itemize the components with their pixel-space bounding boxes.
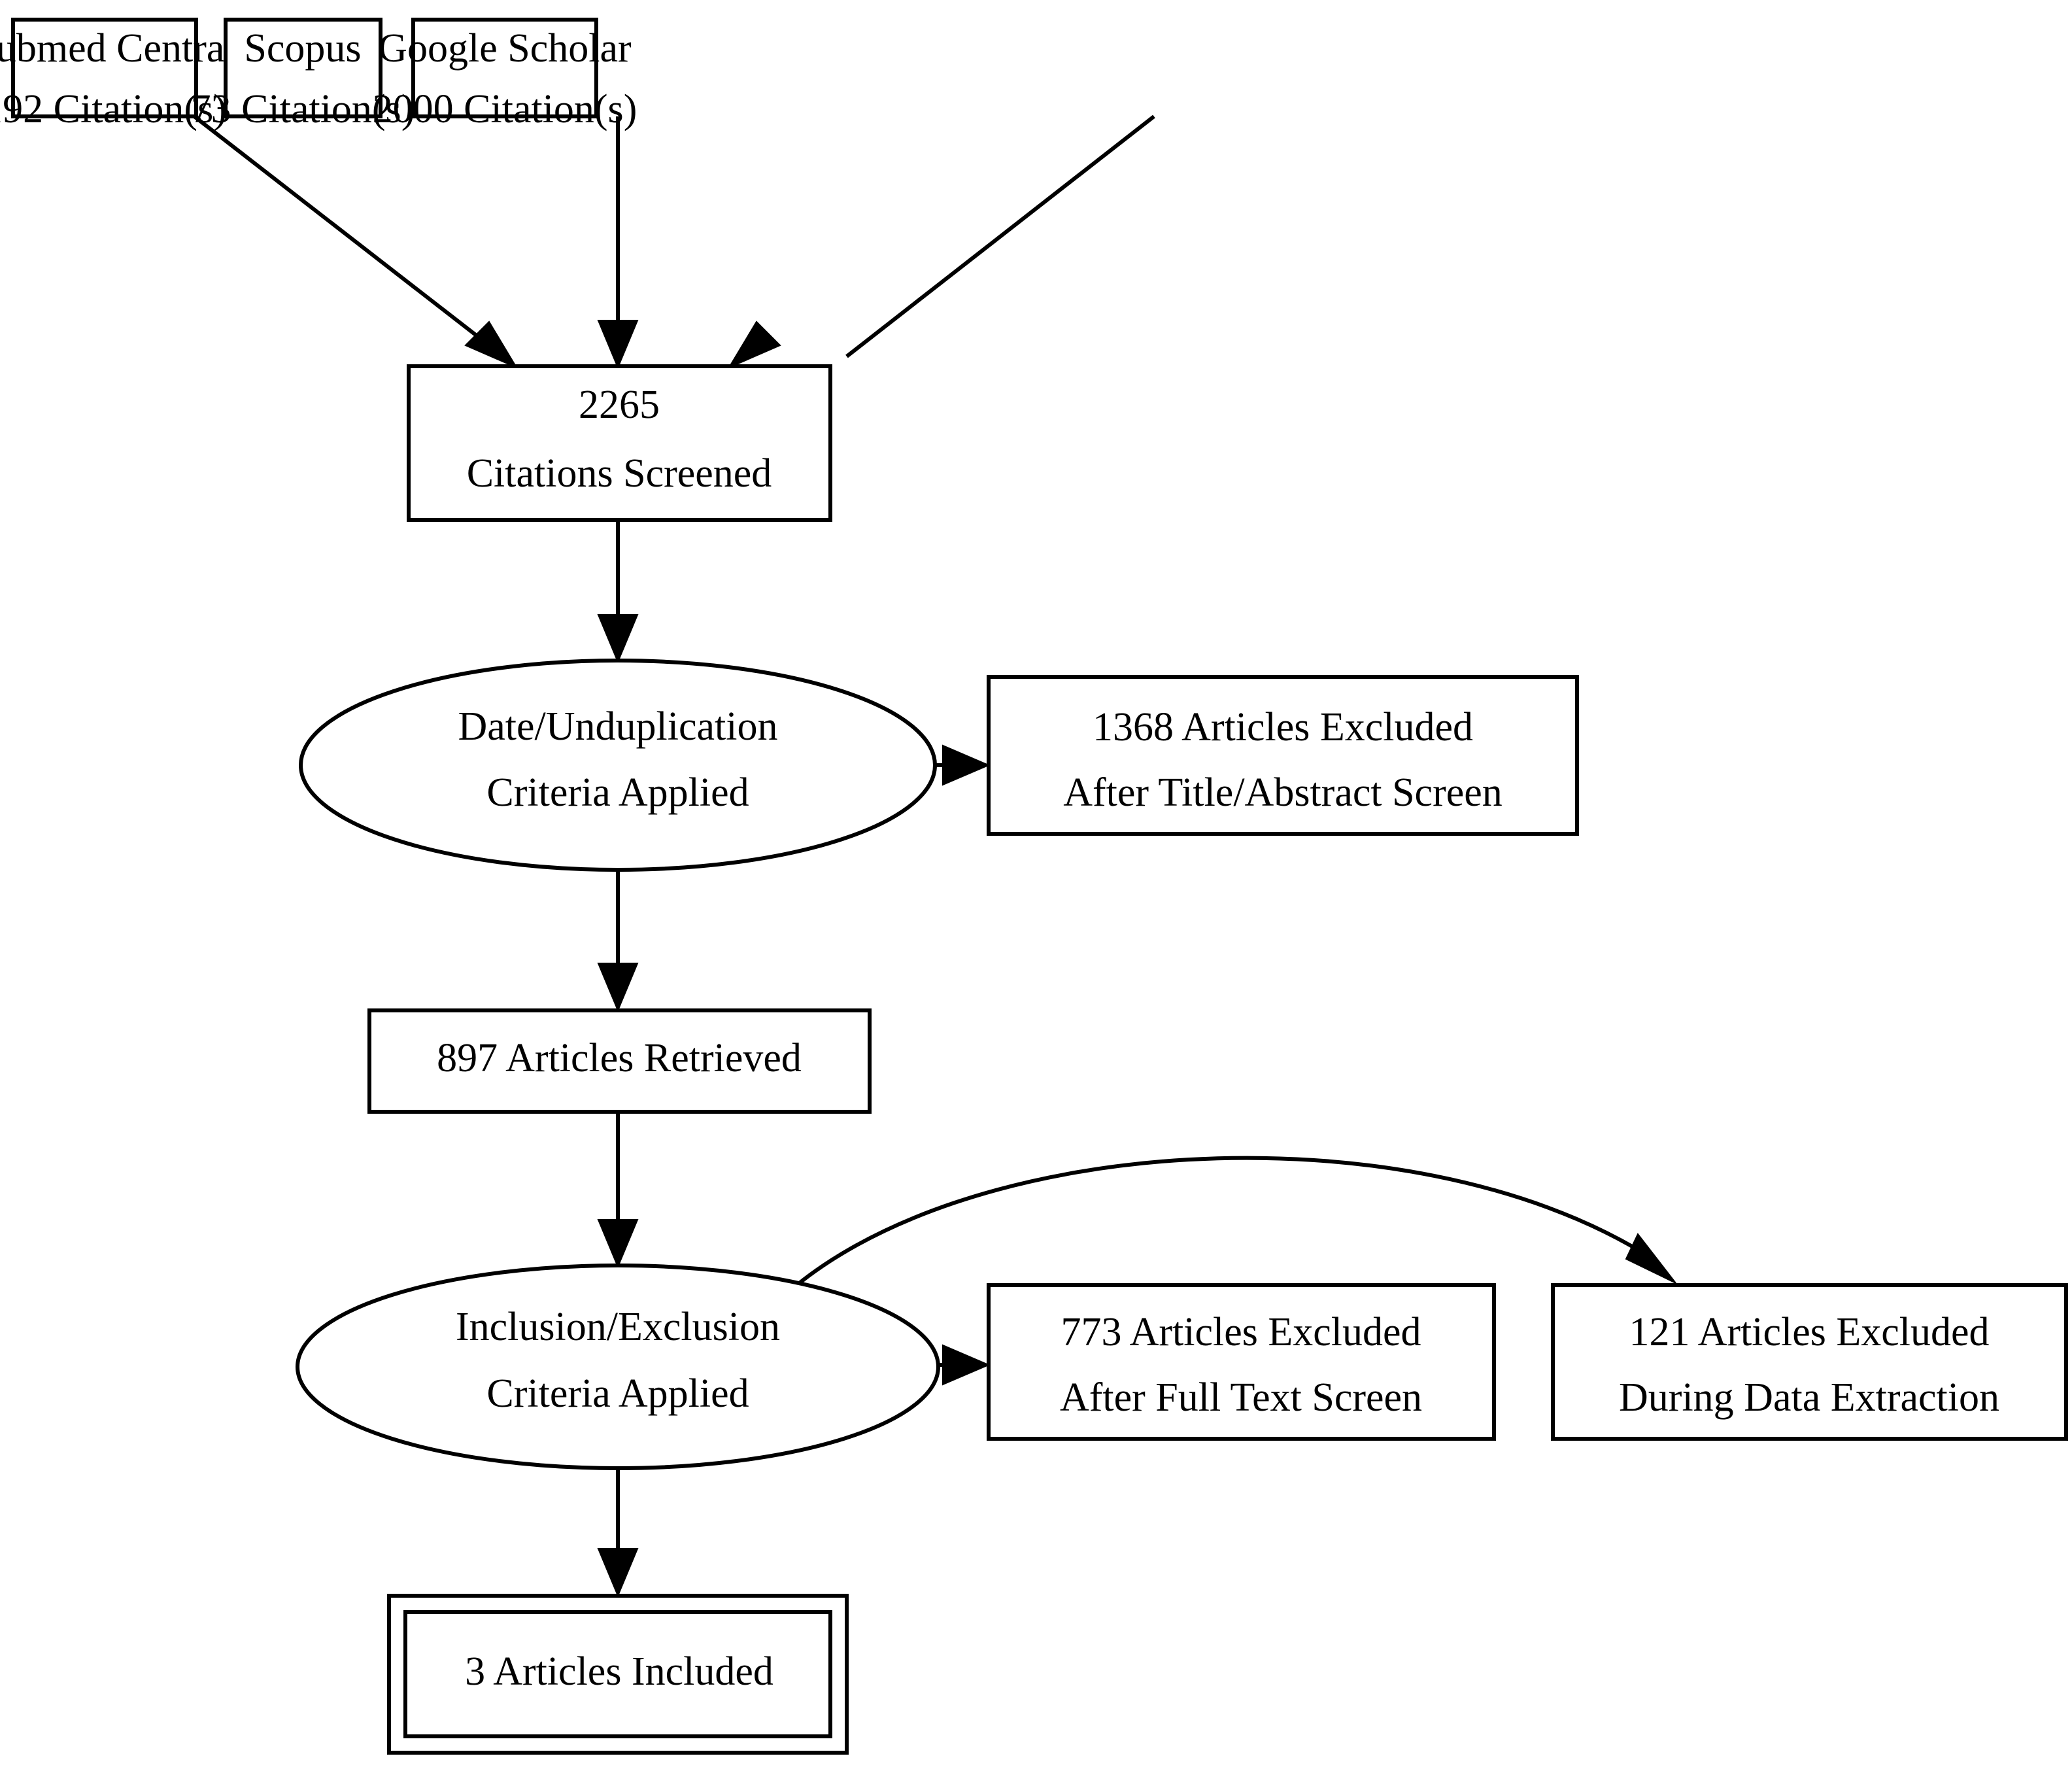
node-count-label: 121 Articles Excluded <box>1629 1310 1990 1354</box>
arrowhead-icon <box>942 744 991 786</box>
node-box[interactable] <box>987 675 1579 836</box>
arrowhead-icon <box>942 1344 991 1386</box>
node-title: Inclusion/Exclusion <box>456 1305 780 1349</box>
arrowhead-icon <box>597 1548 639 1598</box>
node-articles-retrieved[interactable]: 897 Articles Retrieved <box>367 1008 872 1114</box>
node-title: Scopus <box>244 26 361 71</box>
edge-curve <box>776 1156 1649 1303</box>
edge-inclusion-to-excluded-extraction <box>776 1156 1676 1303</box>
node-google-scholar[interactable]: Google Scholar 2000 Citation(s) <box>373 18 637 131</box>
node-title: Date/Unduplication <box>458 704 778 749</box>
node-excluded-data-extraction[interactable]: 121 Articles Excluded During Data Extrac… <box>1551 1283 2068 1441</box>
edge-date-criteria-to-retrieved <box>597 870 639 1012</box>
arrowhead-icon <box>597 1219 639 1269</box>
edge-inclusion-to-excluded-fulltext <box>940 1344 991 1386</box>
node-count-label: 897 Articles Retrieved <box>437 1036 802 1080</box>
node-subtitle: After Title/Abstract Screen <box>1063 770 1503 815</box>
node-box[interactable] <box>1551 1283 2068 1441</box>
edge-retrieved-to-inclusion <box>597 1112 639 1269</box>
node-count-label: 3 Articles Included <box>465 1649 773 1694</box>
edge-line <box>845 114 1155 358</box>
edge-pubmed-to-screened <box>193 114 518 370</box>
edge-line <box>193 114 505 358</box>
node-title: Pubmed Central <box>0 26 236 71</box>
edge-inclusion-to-included <box>597 1468 639 1598</box>
node-subtitle: Criteria Applied <box>486 1371 749 1416</box>
arrowhead-icon <box>597 614 639 664</box>
node-count-label: 1368 Articles Excluded <box>1093 705 1473 749</box>
arrowhead-icon <box>597 963 639 1012</box>
node-pubmed-central[interactable]: Pubmed Central 192 Citation(s) <box>0 18 236 131</box>
node-box[interactable] <box>407 364 832 522</box>
arrowhead-icon <box>1625 1233 1676 1284</box>
node-box[interactable] <box>987 1283 1496 1441</box>
node-count-label: 2000 Citation(s) <box>373 87 637 131</box>
node-date-unduplication[interactable]: Date/Unduplication Criteria Applied <box>299 659 937 872</box>
node-box[interactable] <box>411 18 598 118</box>
node-ellipse[interactable] <box>299 659 937 872</box>
edge-scholar-to-screened <box>727 114 1155 370</box>
node-subtitle: During Data Extraction <box>1619 1375 1999 1420</box>
node-subtitle: After Full Text Screen <box>1060 1375 1422 1420</box>
edge-date-criteria-to-excluded-title <box>936 744 991 786</box>
node-ellipse[interactable] <box>296 1264 940 1470</box>
node-scopus[interactable]: Scopus 73 Citation(s) <box>191 18 415 131</box>
arrowhead-icon <box>597 320 639 370</box>
node-box[interactable] <box>367 1008 872 1114</box>
node-excluded-full-text[interactable]: 773 Articles Excluded After Full Text Sc… <box>987 1283 1496 1441</box>
node-count-label: 73 Citation(s) <box>191 87 415 131</box>
node-articles-included[interactable]: 3 Articles Included <box>387 1594 849 1755</box>
edge-screened-to-date-criteria <box>597 520 639 664</box>
node-citations-screened[interactable]: 2265 Citations Screened <box>407 364 832 522</box>
node-box-inner[interactable] <box>403 1610 832 1738</box>
node-box[interactable] <box>11 18 198 118</box>
node-excluded-title-abstract[interactable]: 1368 Articles Excluded After Title/Abstr… <box>987 675 1579 836</box>
node-title: Google Scholar <box>378 26 632 71</box>
node-box[interactable] <box>224 18 382 118</box>
node-inclusion-exclusion[interactable]: Inclusion/Exclusion Criteria Applied <box>296 1264 940 1470</box>
node-count-label: 2265 <box>579 383 660 427</box>
node-count-label: 773 Articles Excluded <box>1061 1310 1421 1354</box>
edge-scopus-to-screened <box>597 116 639 370</box>
node-subtitle: Criteria Applied <box>486 770 749 815</box>
node-title: Citations Screened <box>467 451 772 496</box>
node-count-label: 192 Citation(s) <box>0 87 227 131</box>
arrowhead-icon <box>464 320 518 370</box>
arrowhead-icon <box>727 320 781 370</box>
